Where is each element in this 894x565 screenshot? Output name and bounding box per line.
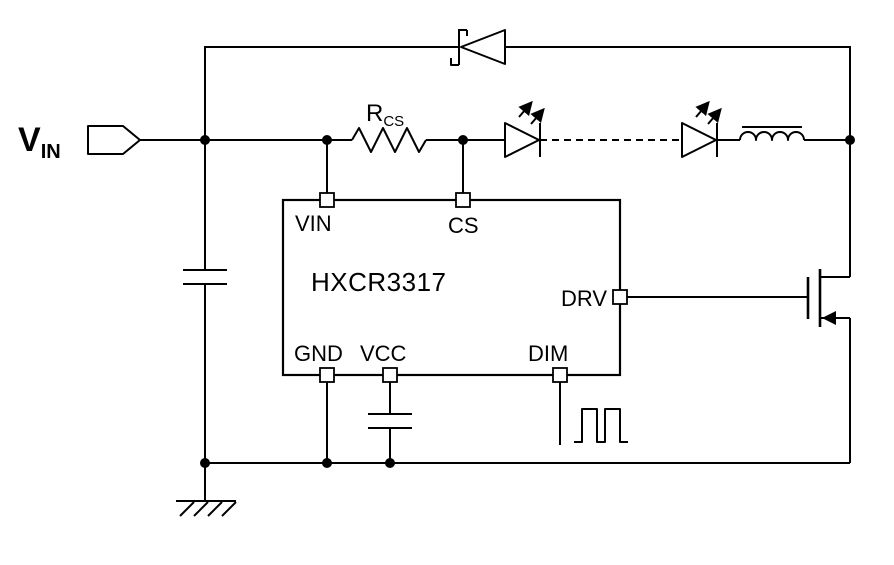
pin-gnd xyxy=(319,367,335,383)
led2-emission-arrow-2 xyxy=(707,107,722,125)
pin-cs xyxy=(455,192,471,208)
ic-name-label: HXCR3317 xyxy=(311,267,447,297)
led2-triangle xyxy=(681,122,717,158)
input-terminal-icon xyxy=(87,125,141,155)
diode-cathode-bar xyxy=(450,29,468,66)
led2-icon xyxy=(681,100,722,158)
pin-drv xyxy=(612,289,628,305)
junction-dots xyxy=(200,135,855,468)
pin-cs-label: CS xyxy=(448,213,479,238)
ic-block: VIN CS DRV GND VCC DIM HXCR3317 xyxy=(281,192,628,383)
led1-emission-arrow-1 xyxy=(518,100,533,118)
sense-resistor-icon xyxy=(351,127,427,153)
resistor-zigzag xyxy=(351,127,427,153)
junction-dot xyxy=(322,135,332,145)
pin-drv-label: DRV xyxy=(561,286,607,311)
junction-dot xyxy=(385,458,395,468)
junction-dot xyxy=(322,458,332,468)
junction-dot xyxy=(845,135,855,145)
pin-dim xyxy=(552,367,568,383)
diode-triangle xyxy=(460,29,506,65)
input-capacitor-icon xyxy=(183,269,227,285)
pwm-waveform-icon xyxy=(574,408,628,443)
led1-emission-arrow-2 xyxy=(530,107,545,125)
ic-outline xyxy=(281,198,622,377)
junction-dot xyxy=(200,458,210,468)
wire-top-rail-left xyxy=(204,46,460,140)
pin-dim-label: DIM xyxy=(528,341,568,366)
pwm-square-wave xyxy=(574,408,628,443)
vcc-capacitor-icon xyxy=(368,413,412,429)
input-terminal-arrow xyxy=(87,125,141,155)
mosfet-body-arrow xyxy=(822,311,836,325)
ground-hatch-lines xyxy=(179,501,237,517)
led2-emission-arrow-1 xyxy=(695,100,710,118)
wires xyxy=(140,46,851,464)
pin-vcc xyxy=(382,367,398,383)
wire-top-rail-right xyxy=(505,46,851,140)
pin-gnd-label: GND xyxy=(294,341,343,366)
pin-vcc-label: VCC xyxy=(360,341,407,366)
pin-vin-label: VIN xyxy=(295,211,332,236)
led1-icon xyxy=(504,100,545,158)
led1-triangle xyxy=(504,122,540,158)
rcs-label: RCS xyxy=(366,100,404,130)
inductor-coils xyxy=(739,131,805,141)
junction-dot xyxy=(200,135,210,145)
ground-icon xyxy=(176,463,237,517)
pin-vin xyxy=(319,192,335,208)
freewheel-diode-icon xyxy=(450,29,506,66)
inductor-icon xyxy=(739,126,805,141)
vin-source-label: VIN xyxy=(18,121,61,163)
junction-dot xyxy=(458,135,468,145)
mosfet-icon xyxy=(806,269,850,327)
